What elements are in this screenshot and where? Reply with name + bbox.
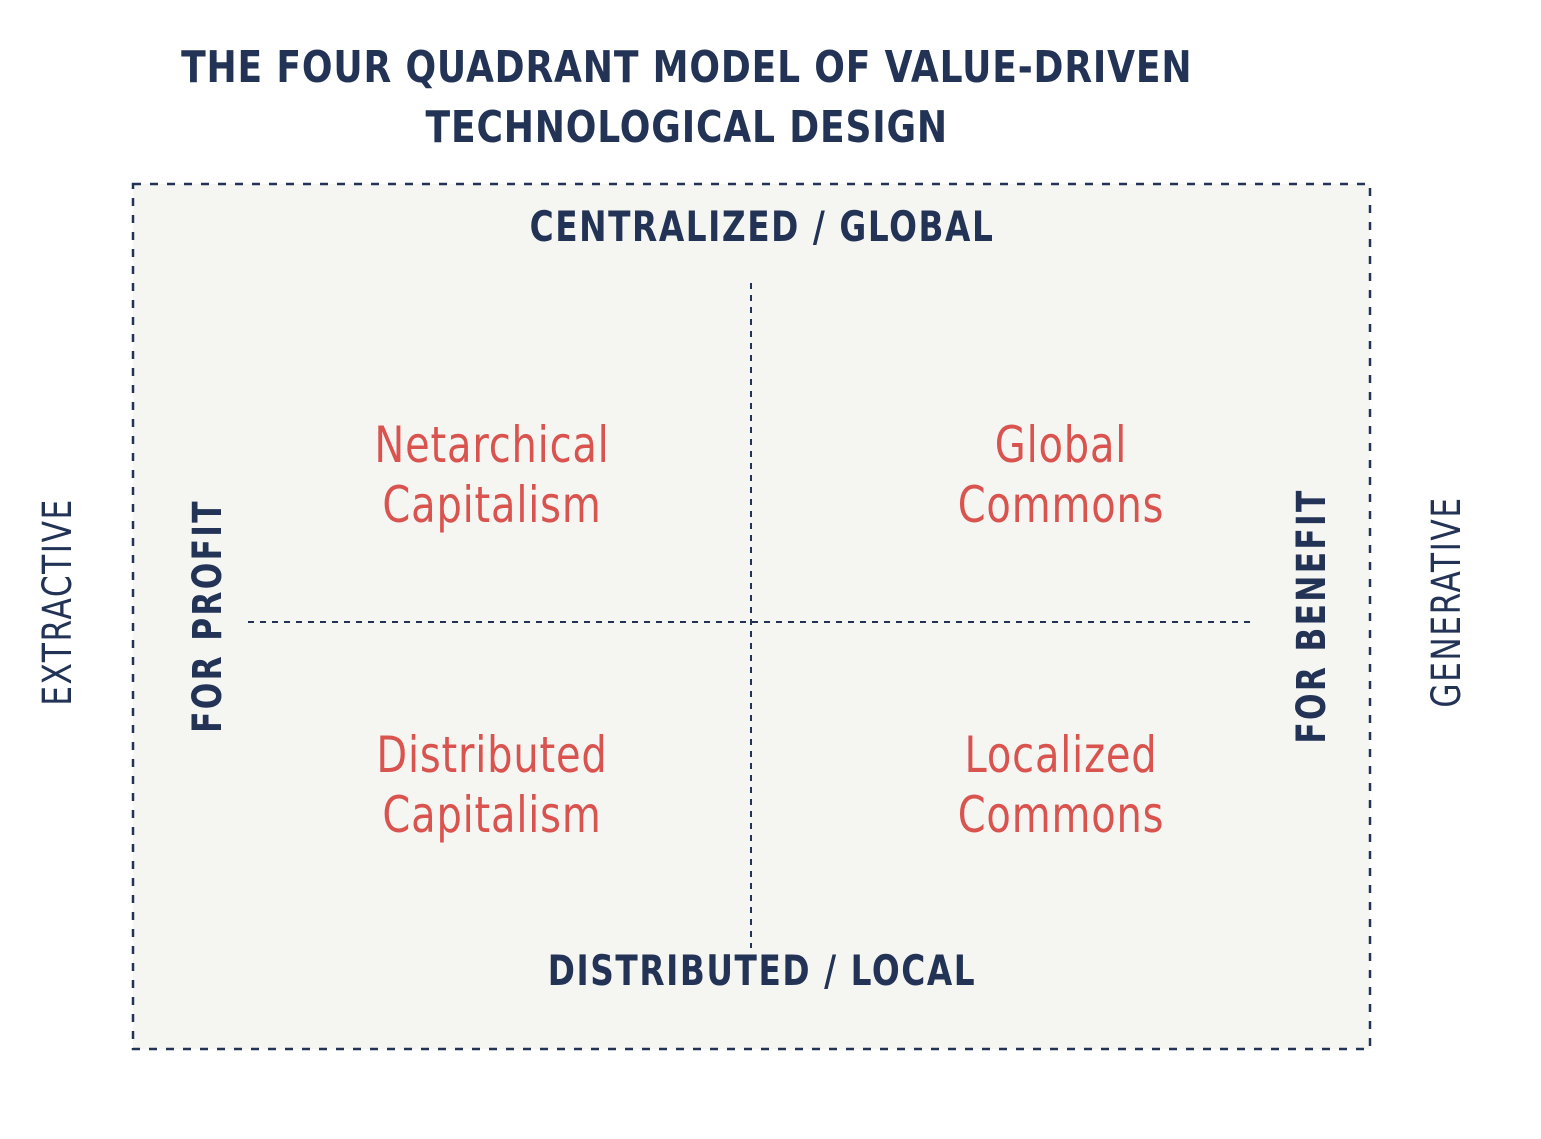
quadrant-top-right: Global Commons — [861, 415, 1261, 535]
quadrant-bottom-right-line-1: Localized — [964, 726, 1158, 784]
quadrant-top-left-line-1: Netarchical — [374, 416, 610, 474]
title-line-1: THE FOUR QUADRANT MODEL OF VALUE-DRIVEN — [181, 42, 1193, 93]
quadrant-top-left: Netarchical Capitalism — [292, 415, 692, 535]
title-line-2: TECHNOLOGICAL DESIGN — [425, 102, 948, 153]
axis-top-label: CENTRALIZED / GLOBAL — [529, 202, 995, 251]
quadrant-top-right-line-1: Global — [994, 416, 1128, 474]
quadrant-top-left-line-2: Capitalism — [382, 476, 602, 534]
diagram-title: THE FOUR QUADRANT MODEL OF VALUE-DRIVEN … — [0, 38, 1374, 158]
quadrant-top-right-line-2: Commons — [957, 476, 1165, 534]
quadrant-bottom-right-line-2: Commons — [957, 786, 1165, 844]
quadrant-bottom-left: Distributed Capitalism — [292, 725, 692, 845]
axis-right-inner-label: FOR BENEFIT — [1289, 488, 1335, 744]
quadrant-bottom-right: Localized Commons — [861, 725, 1261, 845]
quadrant-bottom-left-line-1: Distributed — [376, 726, 608, 784]
axis-left-inner-label: FOR PROFIT — [185, 499, 231, 733]
axis-right-outer-label: GENERATIVE — [1424, 496, 1470, 708]
quadrant-panel — [133, 184, 1370, 1049]
axis-left-outer-label: EXTRACTIVE — [35, 498, 81, 706]
quadrant-bottom-left-line-2: Capitalism — [382, 786, 602, 844]
axis-bottom-label: DISTRIBUTED / LOCAL — [547, 946, 977, 995]
